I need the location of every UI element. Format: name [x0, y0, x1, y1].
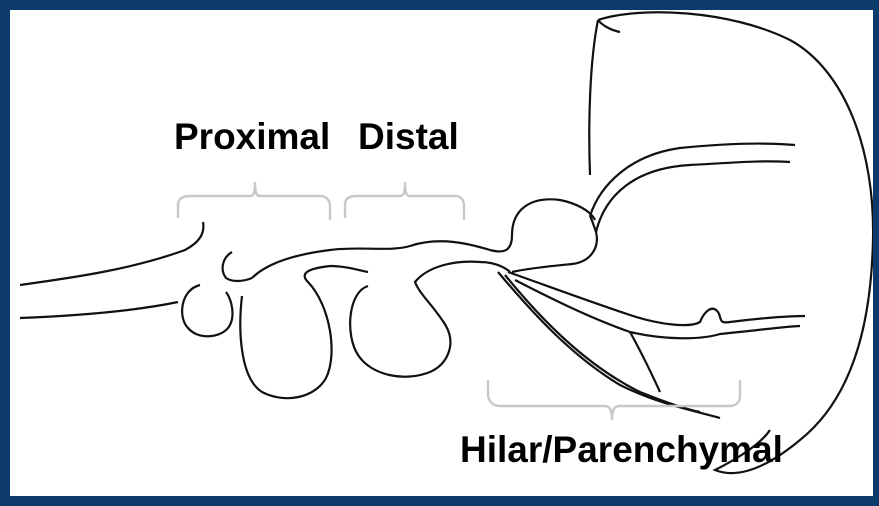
upper-branch — [590, 144, 795, 216]
upper-branch-inner — [596, 161, 790, 232]
long-branch-inner — [505, 275, 700, 412]
label-distal: Distal — [358, 116, 459, 158]
parent-vessel — [20, 222, 203, 285]
distal-bracket — [345, 182, 464, 220]
distal-aneurysm — [350, 262, 480, 377]
long-branch-outer — [498, 272, 720, 418]
aneurysm-diagram — [10, 10, 873, 496]
mid-vessel-lower — [480, 262, 510, 272]
proximal-hook — [223, 252, 252, 281]
organ-outline — [589, 12, 873, 473]
proximal-small-aneurysm — [182, 285, 232, 336]
diagram-panel: Proximal Distal Hilar/Parenchymal — [10, 10, 873, 496]
distal-connector — [330, 266, 368, 272]
parent-vessel-lower — [20, 302, 178, 318]
proximal-aneurysm — [240, 266, 331, 398]
hilar-aneurysm — [512, 216, 597, 272]
proximal-bracket — [178, 182, 330, 220]
inner-curve — [630, 332, 660, 392]
label-proximal: Proximal — [174, 116, 330, 158]
label-hilar-parenchymal: Hilar/Parenchymal — [460, 429, 783, 471]
